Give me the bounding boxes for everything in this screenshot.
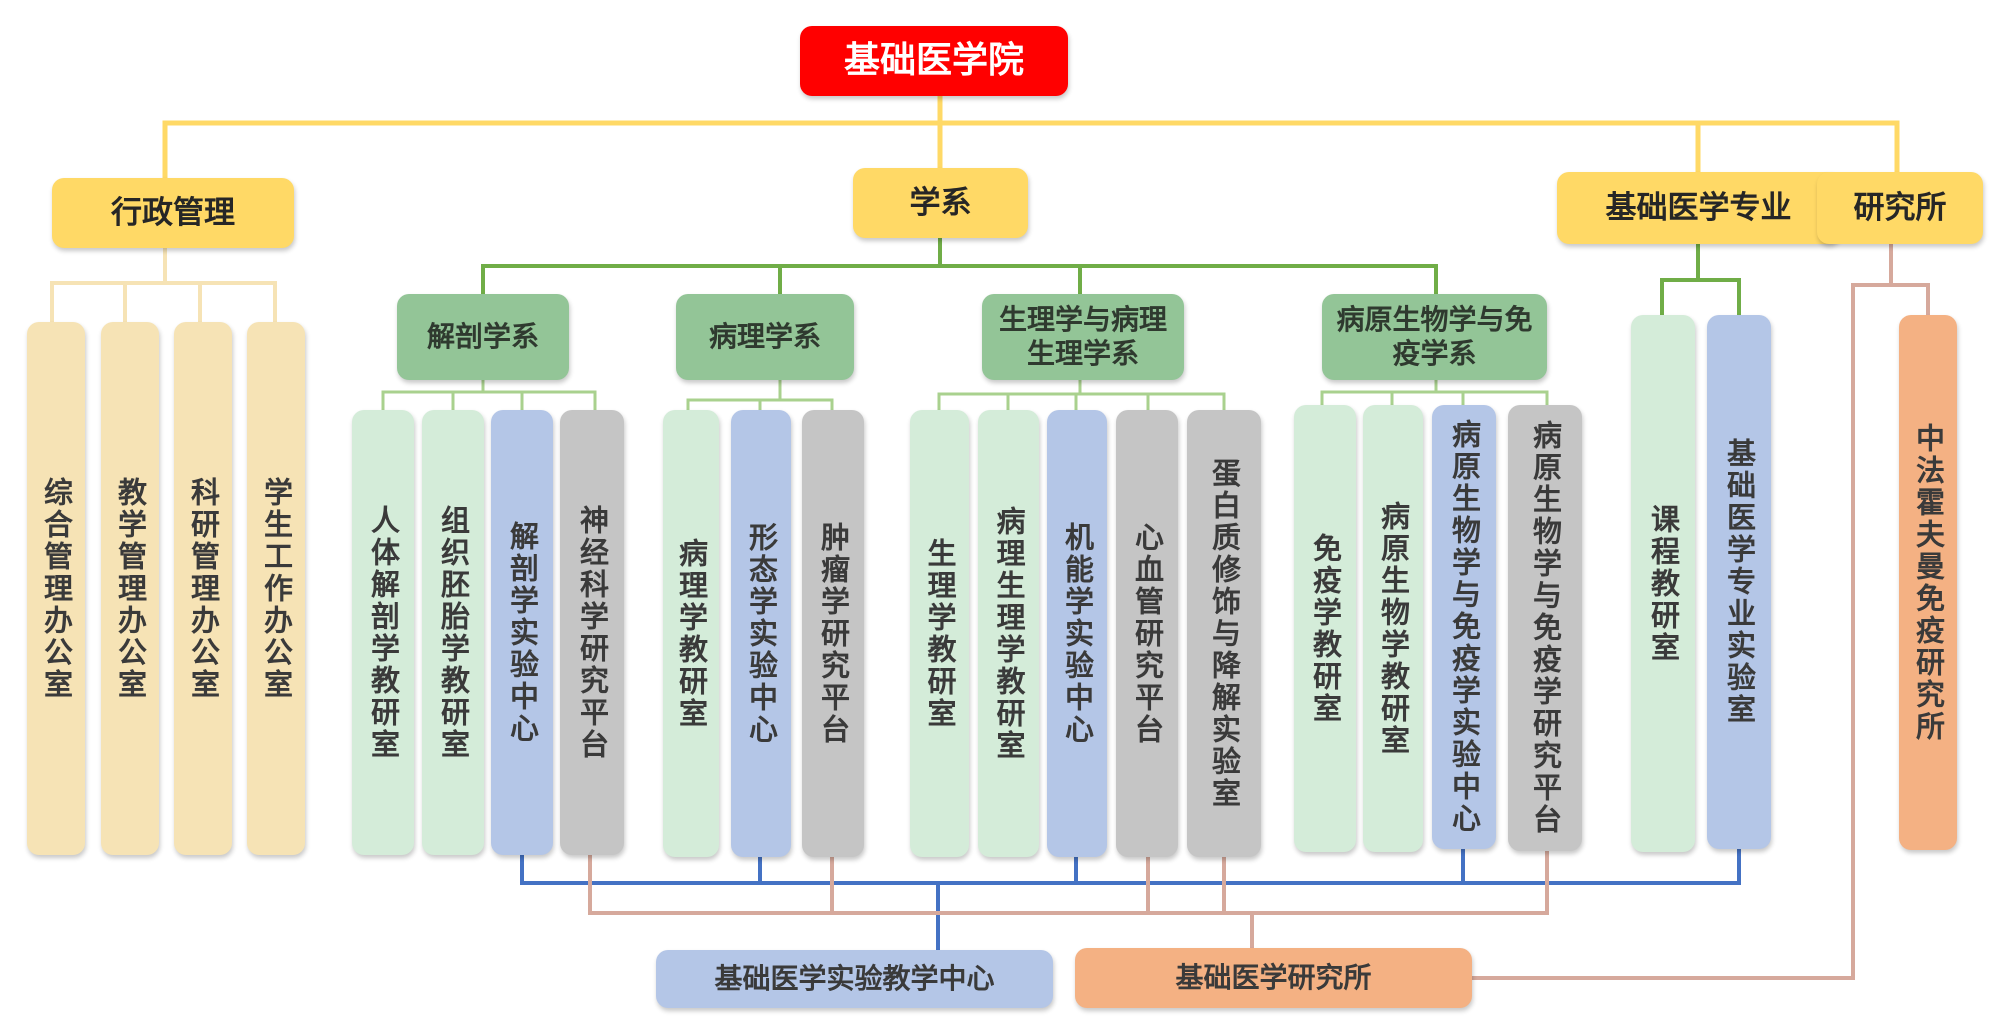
unit-label: 病理生理学教研室 <box>992 505 1026 762</box>
root-node: 基础医学院 <box>800 26 1068 96</box>
department-physiology: 生理学与病理生理学系 <box>982 294 1184 380</box>
unit-function-experiment-center: 机能学实验中心 <box>1047 410 1107 857</box>
unit-label: 形态学实验中心 <box>744 521 779 746</box>
major-node: 基础医学专业 <box>1557 172 1840 244</box>
unit-sino-french-hoffmann-institute: 中法霍夫曼免疫研究所 <box>1899 315 1957 850</box>
unit-label: 病原生物学与免疫学实验中心 <box>1447 419 1482 835</box>
admin-office-2: 教学管理办公室 <box>101 322 159 855</box>
admin-office-label: 科研管理办公室 <box>186 476 221 701</box>
research-institute-label: 基础医学研究所 <box>1175 961 1372 994</box>
root-label: 基础医学院 <box>843 40 1024 81</box>
unit-connectors <box>381 378 1549 412</box>
unit-label: 心血管研究平台 <box>1130 521 1165 746</box>
department-anatomy: 解剖学系 <box>397 294 569 380</box>
department-microbiology-immunology: 病原生物学与免疫学系 <box>1322 294 1547 380</box>
admin-office-3: 科研管理办公室 <box>174 322 232 855</box>
unit-label: 课程教研室 <box>1646 503 1681 664</box>
admin-office-label: 学生工作办公室 <box>259 476 294 701</box>
unit-microbiology-immunology-experiment-center: 病原生物学与免疫学实验中心 <box>1432 405 1496 849</box>
unit-label: 神经科学研究平台 <box>575 504 610 761</box>
unit-microbiology-immunology-platform: 病原生物学与免疫学研究平台 <box>1508 405 1582 851</box>
unit-physiology-teaching: 生理学教研室 <box>910 410 969 857</box>
major-label: 基础医学专业 <box>1605 190 1792 226</box>
department-label: 生理学与病理生理学系 <box>998 303 1167 370</box>
department-label: 病理学系 <box>708 320 821 353</box>
unit-histology-teaching: 组织胚胎学教研室 <box>422 410 484 855</box>
unit-label: 解剖学实验中心 <box>505 520 540 745</box>
unit-oncology-platform: 肿瘤学研究平台 <box>802 410 864 857</box>
teaching-center-label: 基础医学实验教学中心 <box>714 962 995 995</box>
unit-anatomy-teaching: 人体解剖学教研室 <box>352 410 414 855</box>
unit-label: 基础医学专业实验室 <box>1722 438 1757 726</box>
departments-node: 学系 <box>853 168 1028 238</box>
teaching-center-connectors <box>520 847 1741 952</box>
unit-label: 机能学实验中心 <box>1060 521 1095 746</box>
admin-office-1: 综合管理办公室 <box>27 322 85 855</box>
department-connectors <box>481 236 1741 317</box>
admin-office-label: 教学管理办公室 <box>113 476 148 701</box>
unit-label: 免疫学教研室 <box>1308 532 1343 725</box>
unit-label: 人体解剖学教研室 <box>366 504 401 761</box>
research-institute-connectors <box>588 242 1930 980</box>
unit-label: 病原生物学教研室 <box>1376 500 1411 757</box>
unit-label: 病理学教研室 <box>674 537 709 730</box>
unit-anatomy-experiment-center: 解剖学实验中心 <box>491 410 553 855</box>
department-pathology: 病理学系 <box>676 294 854 380</box>
unit-major-laboratory: 基础医学专业实验室 <box>1707 315 1771 849</box>
unit-label: 肿瘤学研究平台 <box>816 521 851 746</box>
unit-neuroscience-platform: 神经科学研究平台 <box>560 410 624 855</box>
unit-label: 组织胚胎学教研室 <box>436 504 471 761</box>
admin-office-4: 学生工作办公室 <box>247 322 305 855</box>
unit-pathology-teaching: 病理学教研室 <box>663 410 719 857</box>
unit-protein-modification-lab: 蛋白质修饰与降解实验室 <box>1187 410 1261 857</box>
admin-node: 行政管理 <box>52 178 294 248</box>
unit-curriculum-teaching: 课程教研室 <box>1631 315 1695 852</box>
teaching-center-node: 基础医学实验教学中心 <box>656 950 1053 1008</box>
unit-microbiology-teaching: 病原生物学教研室 <box>1363 405 1423 852</box>
unit-immunology-teaching: 免疫学教研室 <box>1294 405 1356 852</box>
admin-connectors <box>50 246 277 324</box>
departments-label: 学系 <box>909 185 972 221</box>
research-institute-node: 基础医学研究所 <box>1075 948 1472 1008</box>
root-connectors <box>162 93 1900 181</box>
unit-label: 病原生物学与免疫学研究平台 <box>1528 420 1563 836</box>
unit-morphology-experiment-center: 形态学实验中心 <box>731 410 791 857</box>
institutes-node: 研究所 <box>1817 172 1983 244</box>
institutes-label: 研究所 <box>1853 190 1947 226</box>
admin-label: 行政管理 <box>111 195 235 231</box>
unit-label: 生理学教研室 <box>923 537 957 730</box>
unit-pathophysiology-teaching: 病理生理学教研室 <box>978 410 1039 857</box>
admin-office-label: 综合管理办公室 <box>39 476 74 701</box>
department-label: 病原生物学与免疫学系 <box>1336 303 1533 370</box>
unit-label: 中法霍夫曼免疫研究所 <box>1911 422 1946 743</box>
unit-cardiovascular-platform: 心血管研究平台 <box>1116 410 1178 857</box>
unit-label: 蛋白质修饰与降解实验室 <box>1207 457 1242 810</box>
department-label: 解剖学系 <box>426 320 539 353</box>
